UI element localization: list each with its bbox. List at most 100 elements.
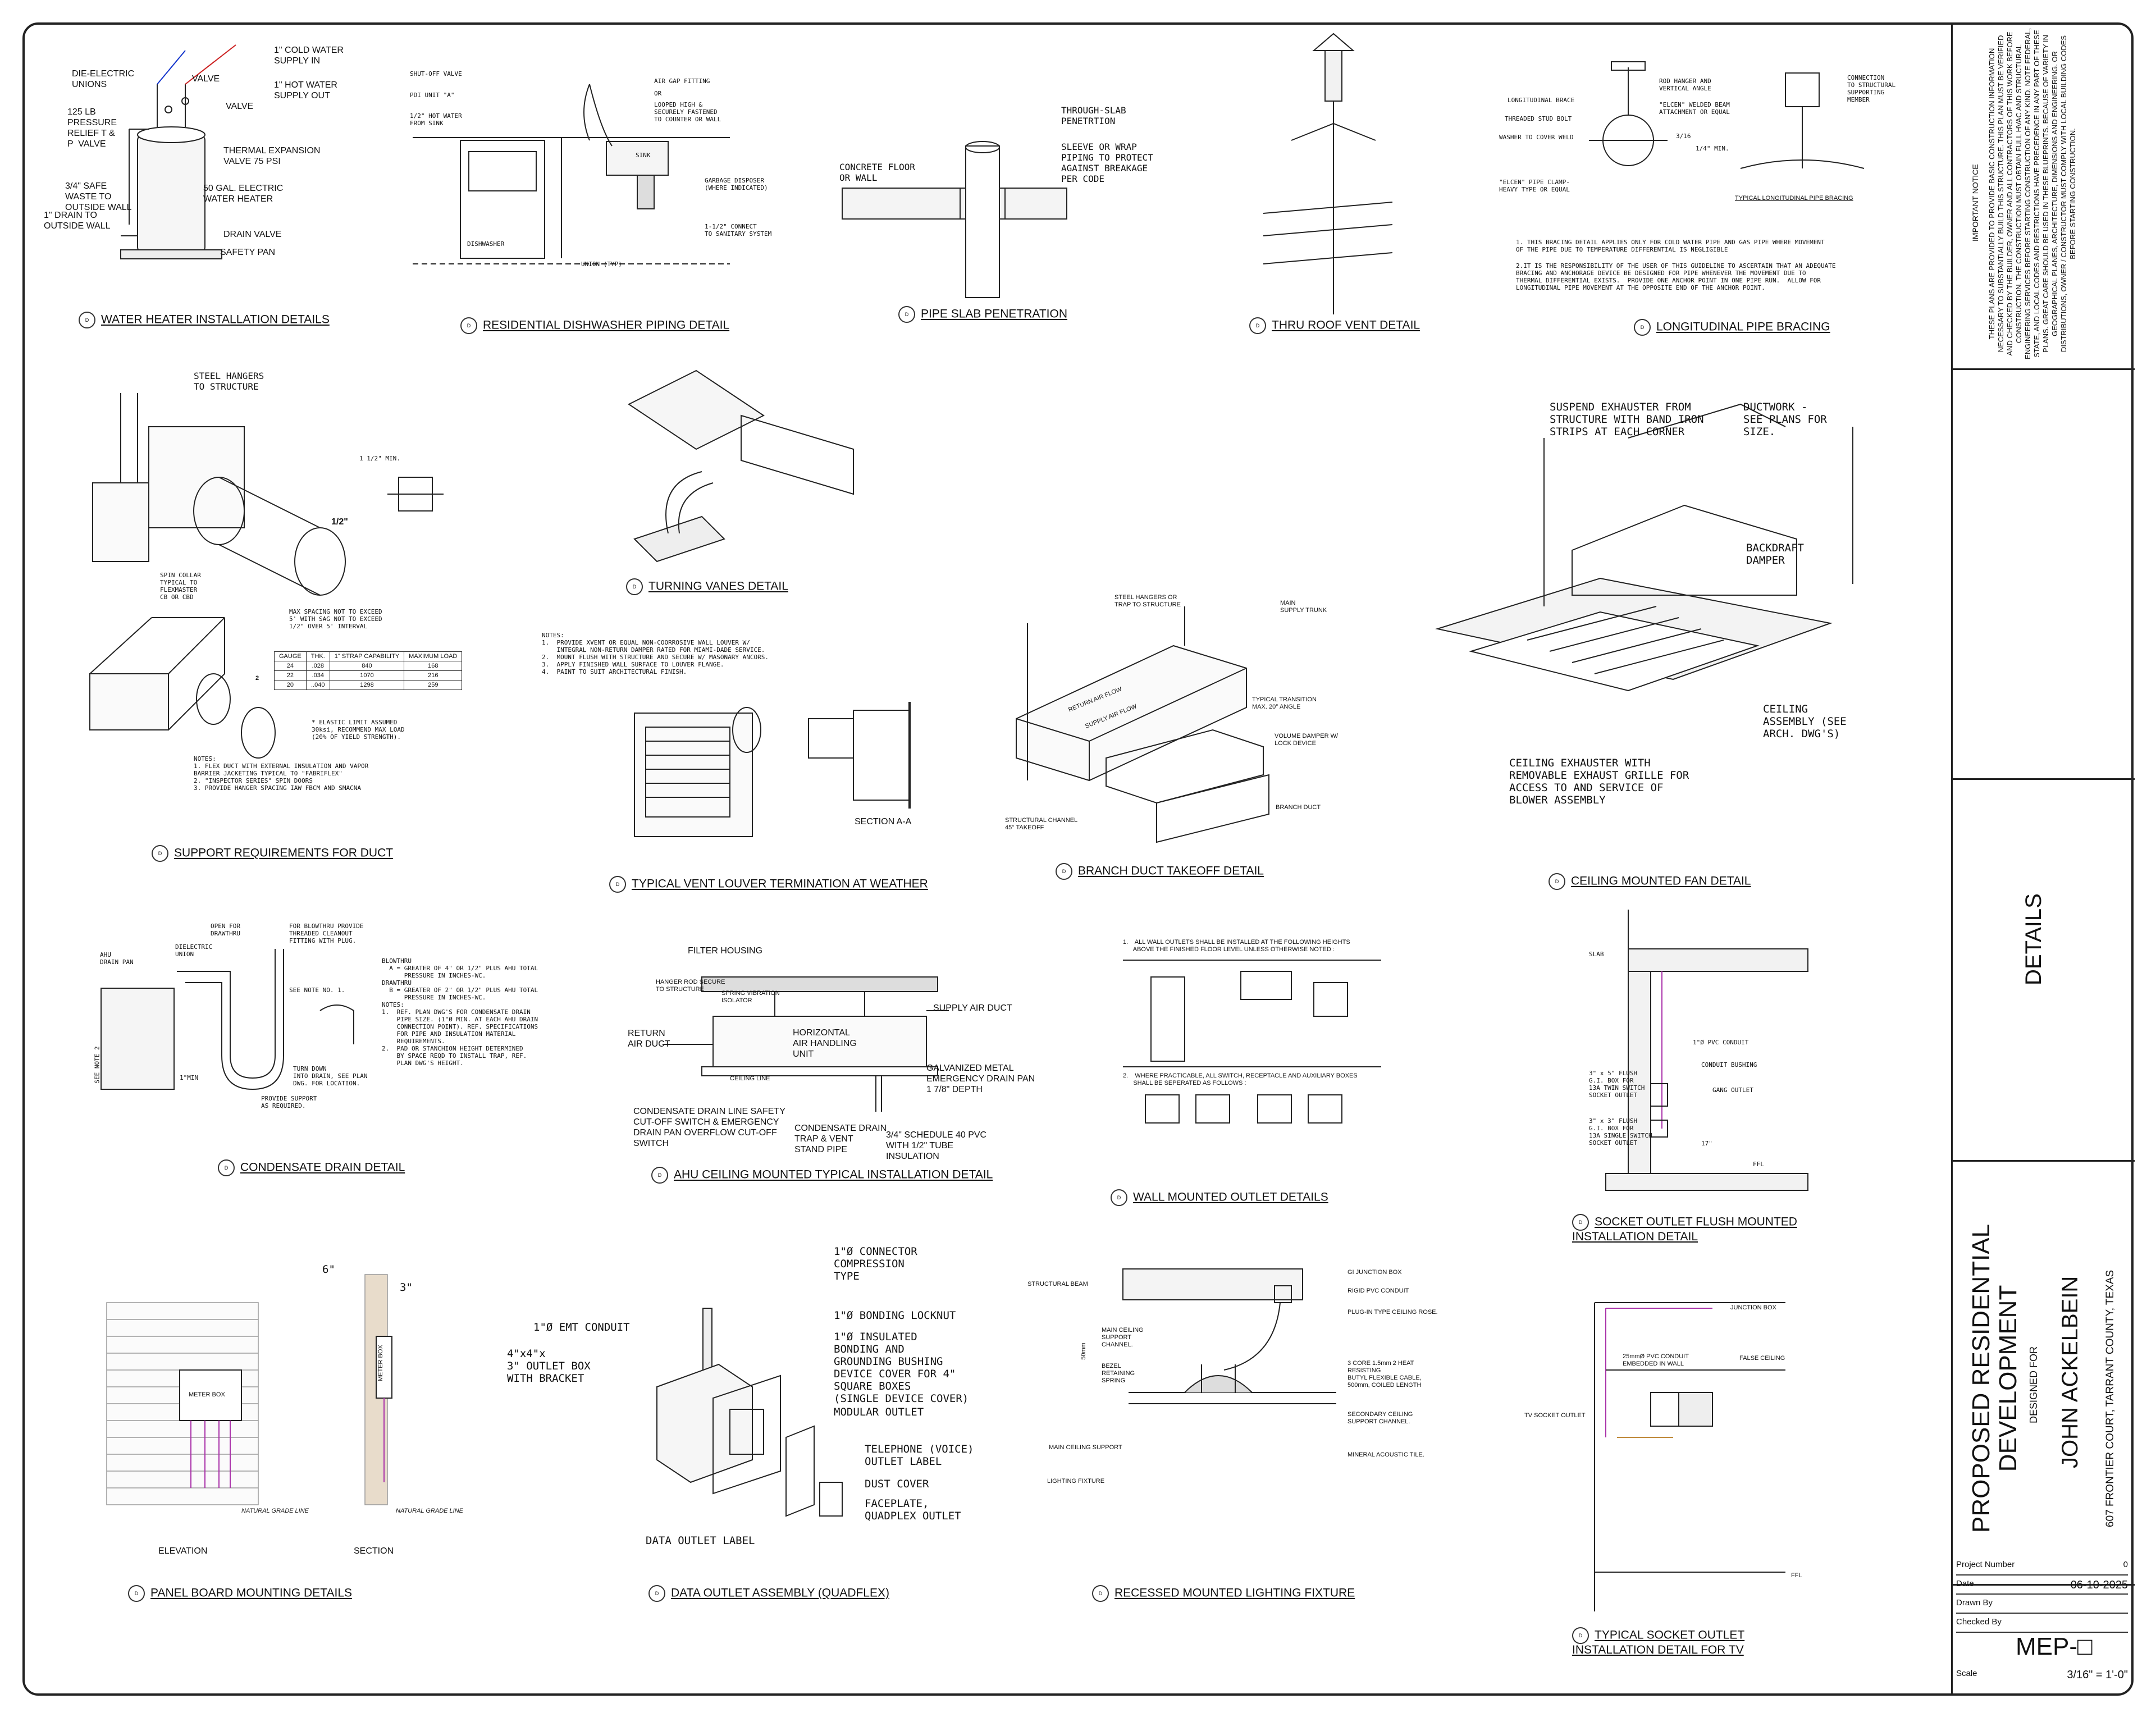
roof-vent-drawing: [1263, 33, 1393, 314]
panel-label: METER BOX: [189, 1391, 225, 1398]
project-panel: [1953, 1160, 2135, 1586]
data-label: FACEPLATE, QUADPLEX OUTLET: [865, 1497, 961, 1522]
recess-label: GI JUNCTION BOX: [1347, 1269, 1402, 1276]
ahu-label: 3/4" SCHEDULE 40 PVC WITH 1/2" TUBE INSU…: [886, 1130, 987, 1161]
sheet-title: DETAILS: [2021, 893, 2046, 985]
dw-label: GARBAGE DISPOSER (WHERE INDICATED): [705, 177, 768, 191]
wh-label: VALVE: [192, 74, 220, 84]
ahu-label: HORIZONTAL AIR HANDLING UNIT: [793, 1028, 857, 1059]
wh-label: 1" DRAIN TO OUTSIDE WALL: [44, 211, 111, 231]
data-label: 1"Ø BONDING LOCKNUT: [834, 1309, 956, 1322]
socket-flush-drawing: [1605, 910, 1808, 1191]
dw-label: AIR GAP FITTING: [654, 77, 710, 85]
duct-support-drawing: [89, 393, 444, 759]
branch-label: STEEL HANGERS OR TRAP TO STRUCTURE: [1114, 594, 1181, 608]
tv-socket-drawing: [1594, 1302, 1785, 1611]
ahu-label: RETURN AIR DUCT: [628, 1029, 670, 1049]
dw-label: SHUT-OFF VALVE: [410, 70, 462, 77]
dw-label: SINK: [636, 152, 651, 159]
brace-label: WASHER TO COVER WELD: [1499, 134, 1574, 141]
socket-label: FFL: [1753, 1161, 1764, 1168]
cond-label: OPEN FOR DRAWTHRU: [211, 923, 240, 937]
recess-label: BEZEL RETAINING SPRING: [1102, 1363, 1135, 1384]
brace-label: "ELCEN" WELDED BEAM ATTACHMENT OR EQUAL: [1659, 101, 1730, 116]
panel-label: 3": [400, 1281, 413, 1294]
ahu-label: SPRING VIBRATION ISOLATOR: [721, 990, 780, 1004]
ahu-label: CONDENSATE DRAIN TRAP & VENT STAND PIPE: [794, 1124, 887, 1154]
recessed-lighting-drawing: [1122, 1268, 1336, 1404]
wh-label: 1" HOT WATER SUPPLY OUT: [274, 80, 337, 101]
title-block: [1951, 25, 2135, 1693]
recess-label: RIGID PVC CONDUIT: [1347, 1287, 1409, 1294]
fan-label: CEILING EXHAUSTER WITH REMOVABLE EXHAUST…: [1509, 757, 1689, 806]
data-label: DUST COVER: [865, 1478, 929, 1490]
cond-notes: BLOWTHRU A = GREATER OF 4" OR 1/2" PLUS …: [382, 957, 538, 1067]
brace-label: "ELCEN" PIPE CLAMP- HEAVY TYPE OR EQUAL: [1499, 179, 1570, 193]
cond-label: SEE NOTE 2: [93, 1046, 101, 1084]
slab-label: THROUGH-SLAB PENETRTION: [1061, 105, 1126, 126]
data-label: TELEPHONE (VOICE) OUTLET LABEL: [865, 1443, 974, 1468]
notice-text: THESE PLANS ARE PROVIDED TO PROVIDE BASI…: [1988, 28, 2077, 359]
recess-label: MAIN CEILING SUPPORT: [1049, 1444, 1122, 1451]
ahu-label: FILTER HOUSING: [688, 946, 763, 956]
wh-label: 1" COLD WATER SUPPLY IN: [274, 45, 344, 66]
recess-label: STRUCTURAL BEAM: [1027, 1281, 1088, 1287]
duct-label: STEEL HANGERS TO STRUCTURE: [194, 371, 264, 392]
recess-label: MINERAL ACOUSTIC TILE.: [1347, 1451, 1424, 1458]
ahu-label: SUPPLY AIR DUCT: [933, 1003, 1012, 1013]
duct-label: 2: [255, 675, 259, 682]
duct-label: 1 1/2" MIN.: [359, 455, 400, 462]
socket-label: 17": [1701, 1140, 1712, 1147]
louver-section: SECTION A-A: [855, 817, 912, 826]
dw-label: OR: [654, 90, 662, 97]
ahu-drawing: [663, 976, 949, 1112]
wh-label: DRAIN VALVE: [223, 230, 282, 239]
recess-label: MAIN CEILING SUPPORT CHANNEL.: [1102, 1327, 1144, 1348]
pipe-slab-drawing: [842, 141, 1067, 298]
client-name: JOHN ACKELBEIN: [2058, 1276, 2082, 1468]
data-label: 1"Ø EMT CONDUIT: [533, 1321, 630, 1334]
sheet-number: MEP-□: [2016, 1633, 2093, 1660]
duct-notes: NOTES: 1. FLEX DUCT WITH EXTERNAL INSULA…: [194, 755, 369, 792]
data-label: 1"Ø INSULATED BONDING AND GROUNDING BUSH…: [834, 1331, 969, 1405]
tv-label: 25mmØ PVC CONDUIT EMBEDDED IN WALL: [1623, 1353, 1689, 1367]
socket-label: 1"Ø PVC CONDUIT: [1693, 1039, 1749, 1046]
branch-duct-drawing: [1016, 606, 1269, 843]
cond-label: SEE NOTE NO. 1.: [289, 987, 345, 994]
brace-label: ROD HANGER AND VERTICAL ANGLE: [1659, 77, 1711, 92]
duct-label: MAX SPACING NOT TO EXCEED 5' WITH SAG NO…: [289, 608, 382, 630]
condensate-drain-drawing: [101, 949, 354, 1090]
dw-label: 1/2" HOT WATER FROM SINK: [410, 112, 462, 127]
recess-label: 50mm: [1080, 1342, 1087, 1360]
data-outlet-drawing: [656, 1308, 843, 1517]
panel-label: NATURAL GRADE LINE: [396, 1508, 464, 1514]
project-address: 607 FRONTIER COURT, TARRANT COUNTY, TEXA…: [2104, 1270, 2116, 1527]
wall-note: 1. ALL WALL OUTLETS SHALL BE INSTALLED A…: [1123, 939, 1350, 953]
vent-louver-drawing: [634, 702, 911, 837]
brace-note: 2.IT IS THE RESPONSIBILITY OF THE USER O…: [1516, 262, 1836, 291]
wh-label: DIE-ELECTRIC UNIONS: [72, 69, 135, 89]
cond-label: DIELECTRIC UNION: [175, 943, 213, 958]
slab-label: SLEEVE OR WRAP PIPING TO PROTECT AGAINST…: [1061, 141, 1153, 184]
water-heater-drawing: [120, 44, 236, 259]
panel-label: SECTION: [354, 1546, 394, 1556]
wh-label: 3/4" SAFE WASTE TO OUTSIDE WALL: [65, 181, 132, 212]
wall-note: 2. WHERE PRACTICABLE, ALL SWITCH, RECEPT…: [1123, 1072, 1358, 1086]
pipe-bracing-drawing: [1589, 61, 1865, 169]
panel-board-drawing: [106, 1274, 388, 1505]
data-label: MODULAR OUTLET: [834, 1406, 924, 1418]
